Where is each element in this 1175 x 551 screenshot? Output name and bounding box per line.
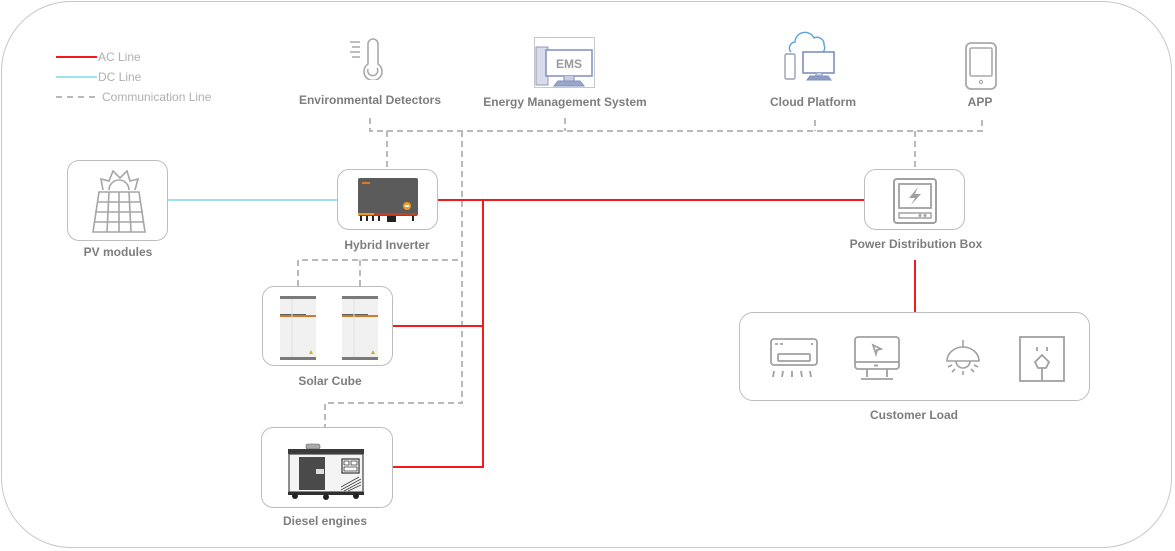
- app-label: APP: [967, 95, 993, 109]
- legend-ac-label: AC Line: [98, 50, 141, 64]
- cloud-devices-icon: [784, 31, 835, 81]
- solar-cube-label: Solar Cube: [298, 374, 362, 388]
- ac-trunk-diesel: [393, 200, 484, 468]
- customer-load-node[interactable]: [739, 312, 1090, 401]
- power-distribution-box-label: Power Distribution Box: [849, 237, 983, 251]
- hybrid-inverter-label: Hybrid Inverter: [344, 238, 430, 252]
- pv-modules-node[interactable]: [67, 160, 168, 241]
- ac-lines: [393, 199, 916, 468]
- inverter-icon: [358, 178, 418, 222]
- comm-trunk-diesel: [324, 131, 463, 428]
- environmental-detectors-label: Environmental Detectors: [298, 93, 442, 107]
- legend-dc-label: DC Line: [98, 70, 142, 84]
- solar-cube-node[interactable]: [262, 286, 393, 366]
- diesel-engines-label: Diesel engines: [282, 514, 368, 528]
- air-conditioner-icon: [770, 338, 818, 378]
- legend-comm-label: Communication Line: [102, 90, 212, 104]
- comm-solarcube-bus: [297, 259, 462, 286]
- diesel-engines-node[interactable]: [261, 427, 393, 508]
- thermometer-icon: [350, 38, 383, 80]
- hybrid-inverter-node[interactable]: [337, 169, 438, 230]
- ems-screen-text: EMS: [556, 57, 582, 71]
- tablet-icon: [965, 42, 997, 90]
- ems-label: Energy Management System: [483, 95, 647, 109]
- ems-computer-icon: EMS: [534, 37, 595, 88]
- pv-modules-label: PV modules: [83, 245, 153, 259]
- battery-cabinet-icon: [280, 296, 378, 360]
- solar-panel-icon: [92, 169, 146, 233]
- cloud-platform-label: Cloud Platform: [770, 95, 856, 109]
- monitor-icon: [854, 336, 900, 380]
- comm-bus-top: [369, 118, 983, 132]
- ceiling-lamp-icon: [946, 340, 980, 375]
- generator-icon: [288, 443, 364, 500]
- communication-lines: [297, 118, 983, 428]
- customer-load-label: Customer Load: [869, 408, 959, 422]
- power-socket-icon: [1019, 336, 1065, 382]
- distribution-box-icon: [893, 178, 937, 224]
- power-distribution-box-node[interactable]: [864, 169, 965, 230]
